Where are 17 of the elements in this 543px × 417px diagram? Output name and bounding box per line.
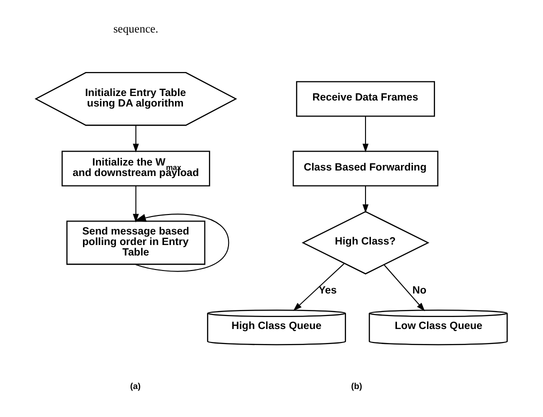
edge-label: Yes: [318, 284, 337, 297]
arrow: [132, 125, 139, 152]
arrow: [132, 185, 139, 222]
node-box: Initialize the W$_{max}$ and downstream payload: [62, 150, 210, 186]
label: (b): [351, 380, 362, 391]
node-box: Class Based Forwarding: [292, 150, 438, 186]
node-box: Receive Data Frames: [296, 81, 436, 117]
node-diamond: High Class?: [302, 210, 430, 274]
arrow: [362, 116, 369, 152]
label: (a): [130, 380, 141, 391]
arrow: [293, 263, 344, 311]
label: sequence.: [113, 23, 158, 36]
arrow: [362, 185, 369, 213]
arrow: [384, 264, 425, 312]
arrow: [134, 214, 230, 272]
node-box: Send message based polling order in Entry Table: [66, 220, 206, 265]
edge-label: No: [412, 284, 426, 297]
